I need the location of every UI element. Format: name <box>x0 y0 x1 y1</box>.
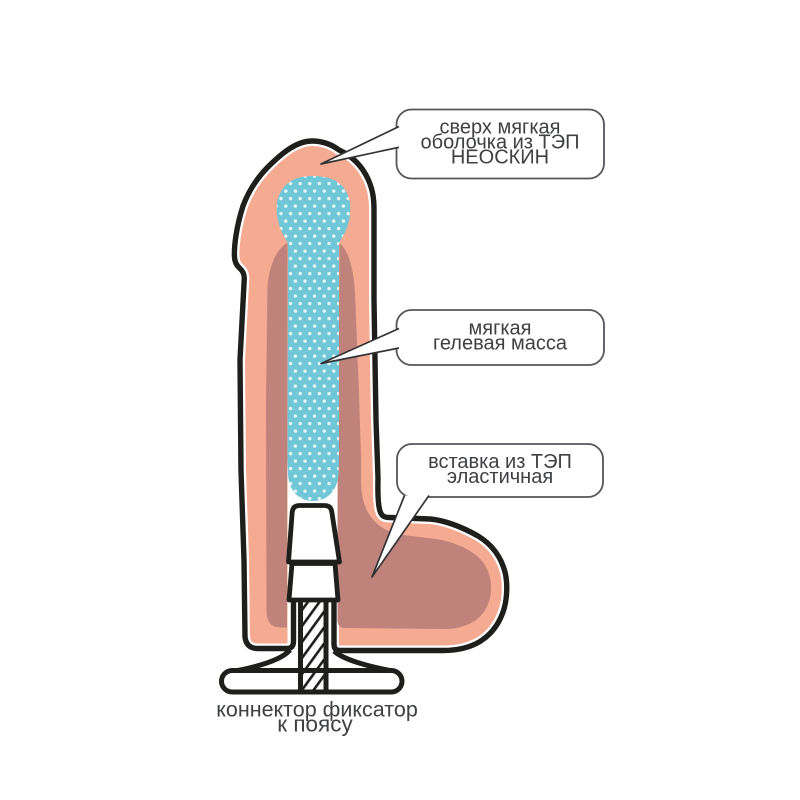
svg-text:мягкая: мягкая <box>468 318 531 340</box>
svg-text:вставка из ТЭП: вставка из ТЭП <box>428 451 572 473</box>
svg-text:гелевая масса: гелевая масса <box>433 333 568 355</box>
svg-text:сверх мягкая: сверх мягкая <box>440 117 561 139</box>
svg-text:НЕОСКИН: НЕОСКИН <box>451 147 549 169</box>
svg-text:коннектор фиксатор: коннектор фиксатор <box>216 698 418 722</box>
svg-text:эластичная: эластичная <box>447 466 553 488</box>
svg-text:к поясу: к поясу <box>277 712 353 737</box>
svg-text:оболочка из ТЭП: оболочка из ТЭП <box>421 132 580 154</box>
